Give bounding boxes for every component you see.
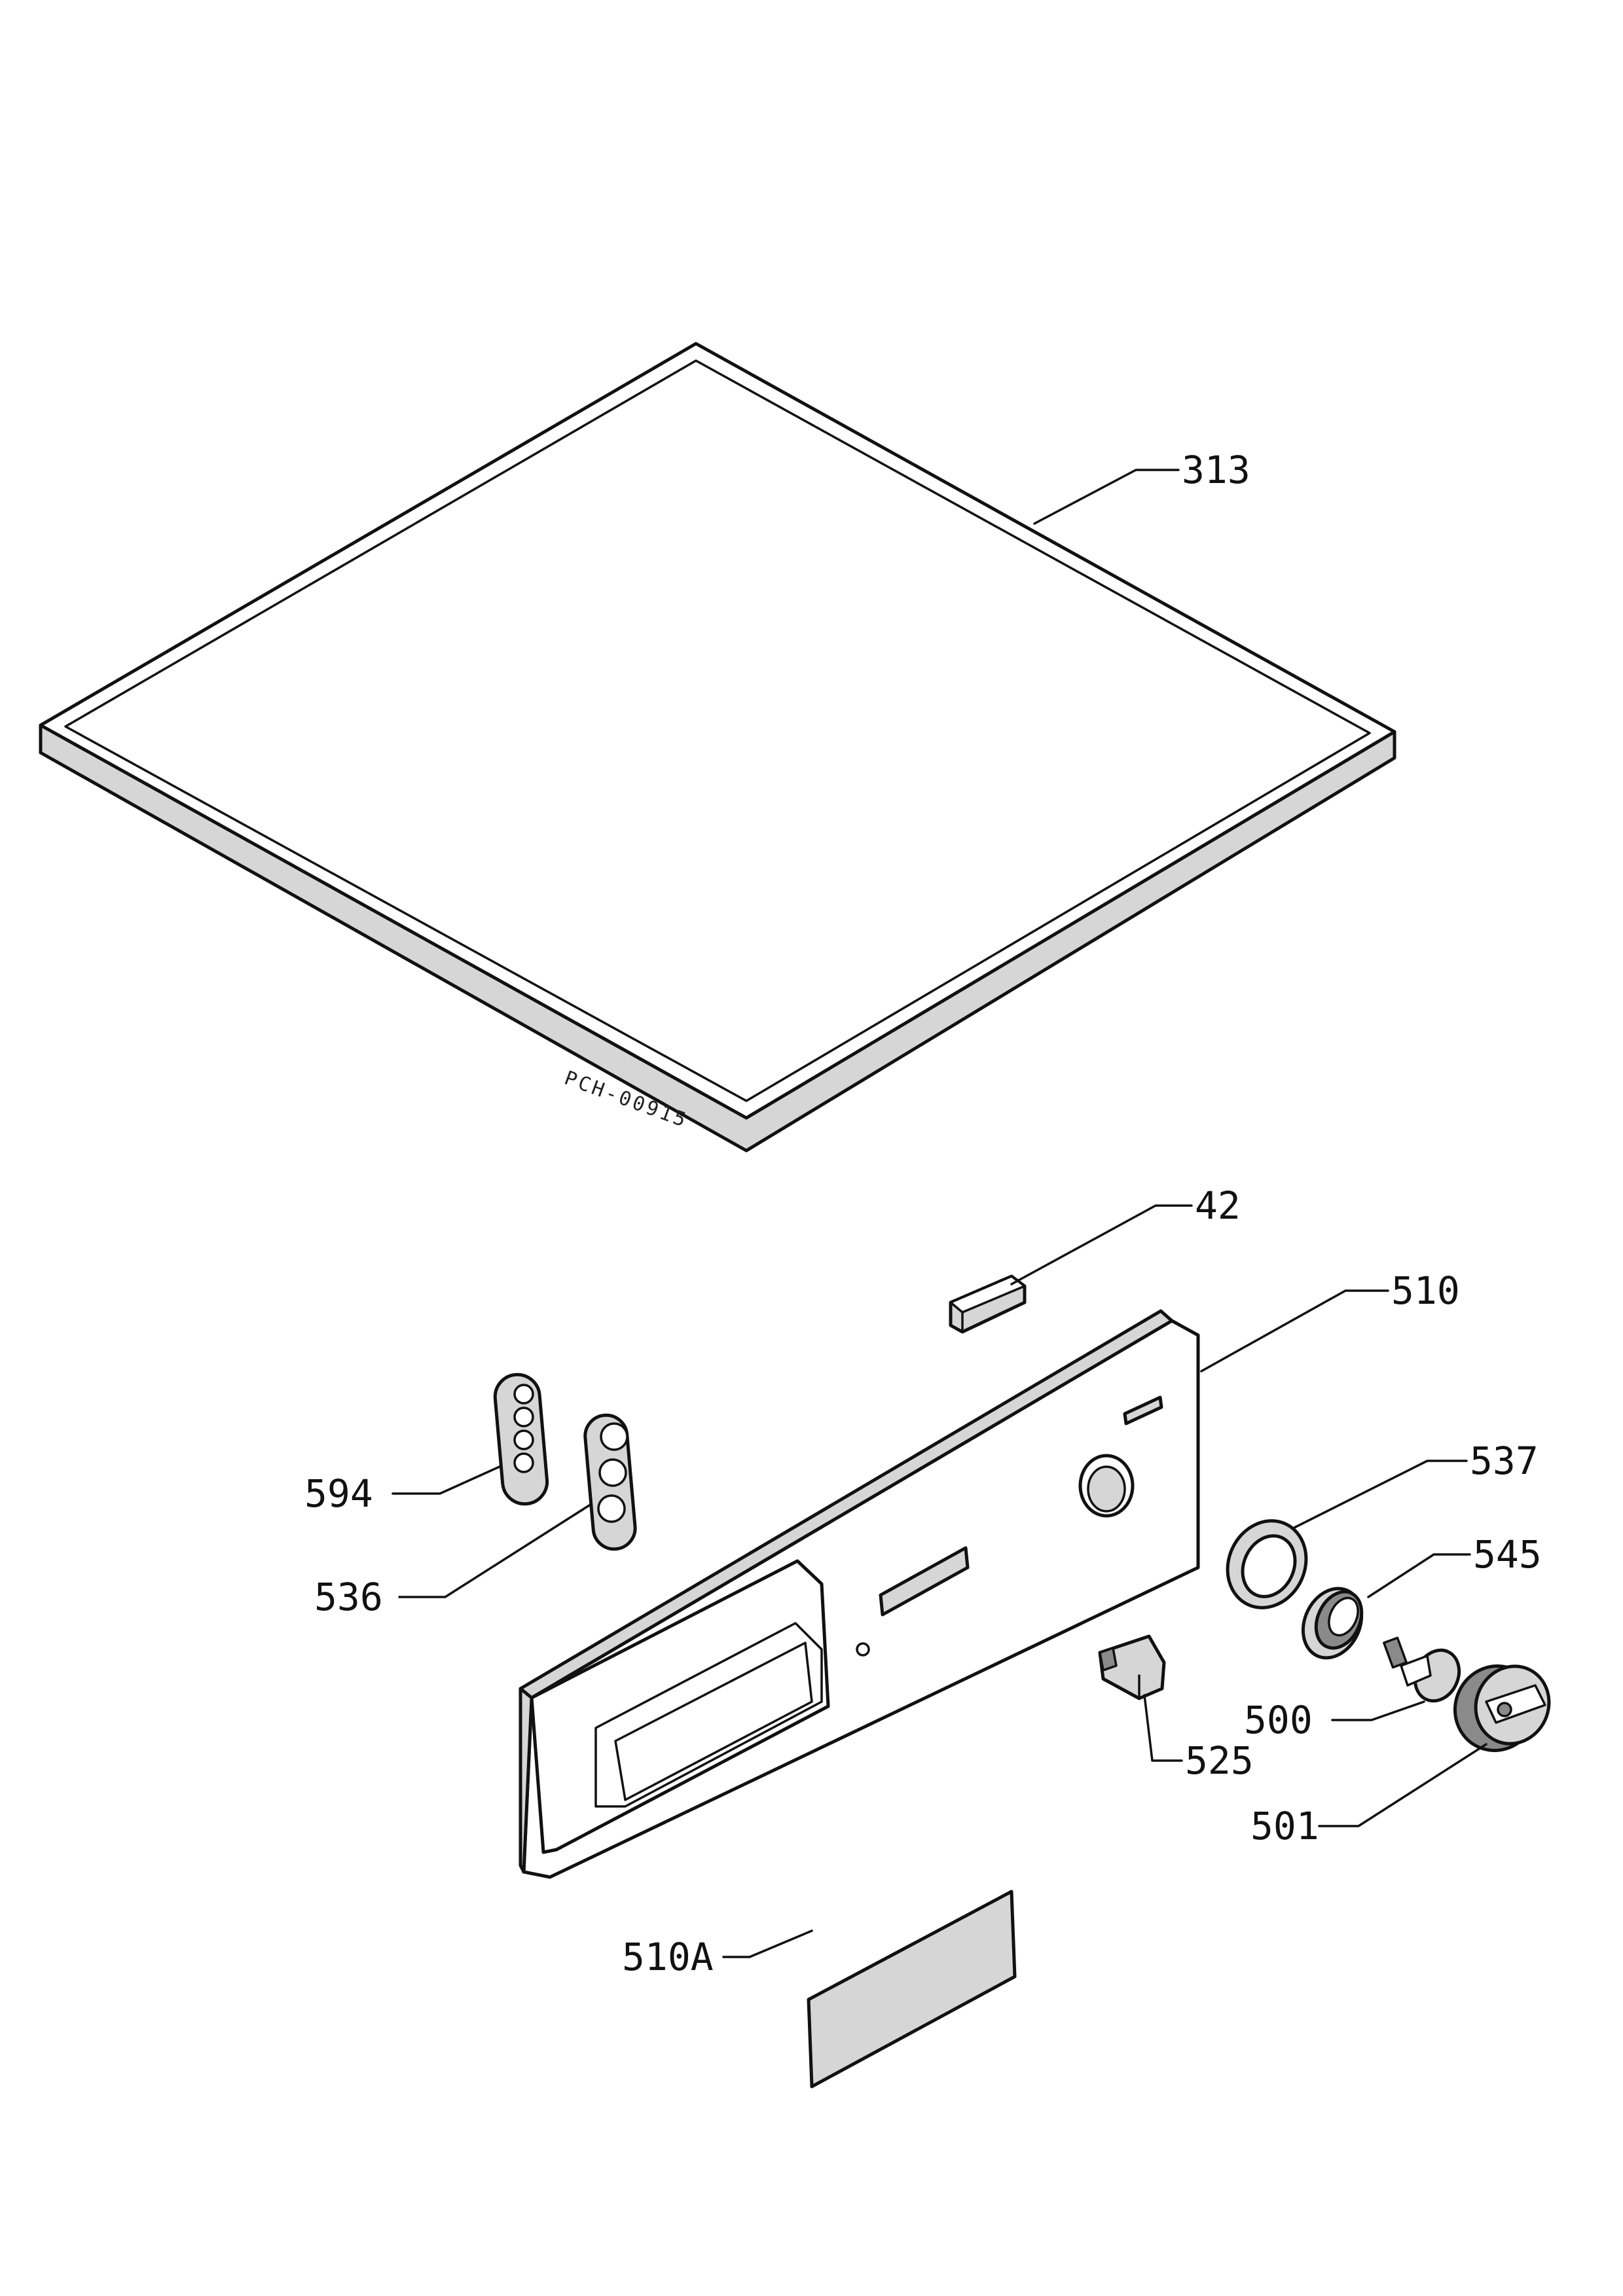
leader-545 — [1367, 1553, 1471, 1598]
part-500-spindle — [1383, 1636, 1461, 1703]
callout-536: 536 — [314, 1575, 383, 1619]
callout-500: 500 — [1244, 1698, 1313, 1742]
part-537-ring — [1226, 1519, 1308, 1609]
callout-510A: 510A — [622, 1935, 714, 1979]
part-545-bezel — [1301, 1587, 1364, 1660]
leader-594 — [392, 1465, 502, 1495]
leader-537 — [1292, 1460, 1468, 1530]
part-510A-label-plate — [807, 1890, 1017, 2089]
leader-510 — [1200, 1289, 1389, 1372]
callout-545: 545 — [1473, 1532, 1542, 1577]
part-510-control-panel — [519, 1309, 1200, 1879]
leader-536 — [398, 1504, 591, 1598]
callout-42: 42 — [1195, 1183, 1241, 1228]
leader-42 — [1010, 1204, 1193, 1285]
callout-537: 537 — [1470, 1439, 1539, 1483]
part-42-push-button — [949, 1274, 1027, 1334]
part-501-knob — [1453, 1664, 1551, 1752]
callout-501: 501 — [1250, 1804, 1319, 1848]
callout-labels: 313 42 510 537 594 545 536 500 525 501 5… — [304, 448, 1542, 1979]
callout-594: 594 — [304, 1471, 373, 1516]
part-525-switch — [1098, 1634, 1166, 1700]
callout-313: 313 — [1182, 448, 1250, 492]
leader-510A — [722, 1929, 813, 1958]
part-594-indicator-lens — [493, 1372, 549, 1506]
callout-525: 525 — [1185, 1738, 1254, 1783]
callout-510: 510 — [1391, 1268, 1460, 1313]
leader-525 — [1143, 1694, 1183, 1762]
leader-501 — [1318, 1743, 1487, 1827]
leader-500 — [1331, 1700, 1425, 1721]
leader-313 — [1033, 469, 1180, 525]
part-536-lens-holder — [583, 1413, 637, 1551]
leader-lines — [392, 469, 1487, 1958]
